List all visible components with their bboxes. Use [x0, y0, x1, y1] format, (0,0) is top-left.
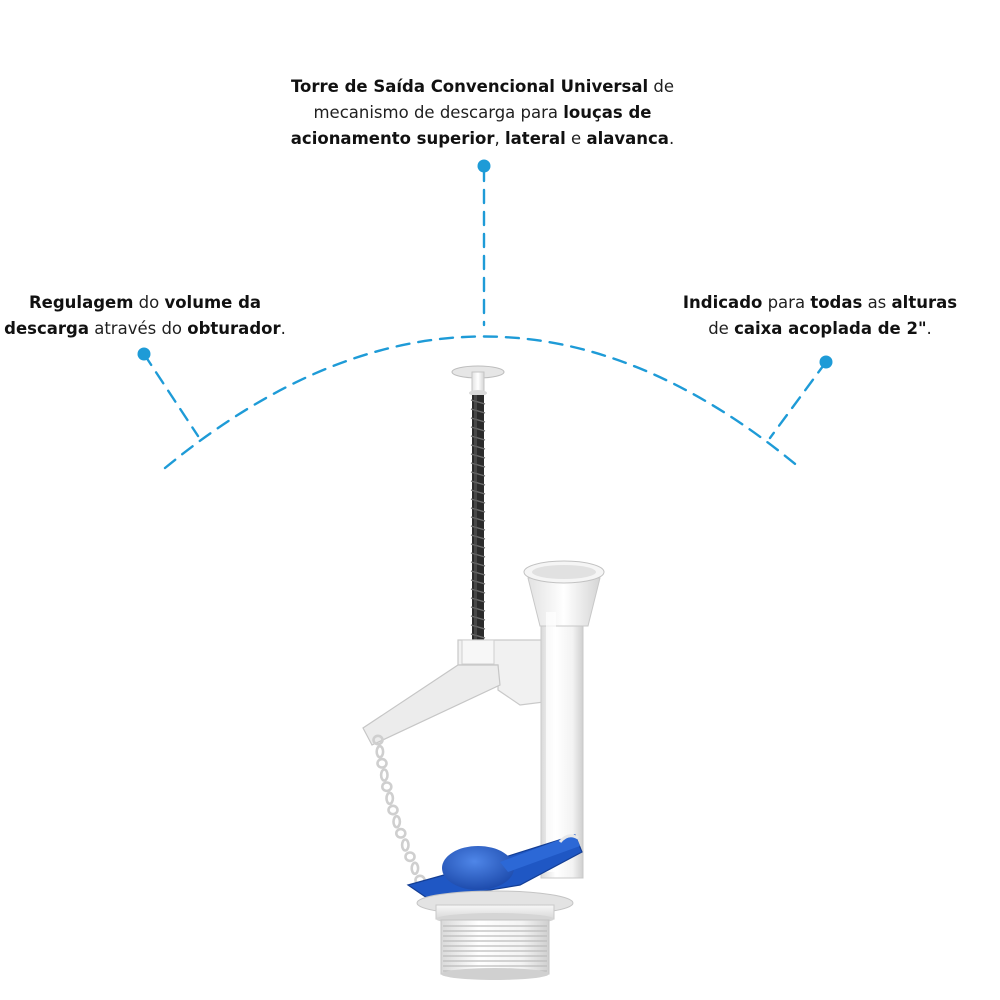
callout-bold-text: acionamento superior — [290, 129, 495, 148]
callout-text: através do — [88, 319, 188, 338]
callout-text: de — [708, 319, 735, 338]
callout-line: Torre de Saída Convencional Universal de — [240, 74, 725, 100]
callout-dot-icon — [819, 355, 833, 369]
callout-bold-text: descarga — [4, 319, 89, 338]
callout-text: e — [565, 129, 587, 148]
callout-text: . — [280, 319, 286, 338]
callout-text: de — [648, 77, 675, 96]
push-button-cap — [451, 365, 505, 396]
callout-text: as — [862, 293, 892, 312]
callout-dot-icon — [477, 159, 491, 173]
callout-text: para — [762, 293, 811, 312]
callout-bold-text: louças de — [563, 103, 652, 122]
connector-right — [768, 360, 828, 440]
callout-text: , — [494, 129, 506, 148]
pull-chain — [372, 734, 426, 886]
dashed-arc — [163, 335, 802, 470]
callout-lines — [142, 166, 828, 470]
lever-arm — [362, 639, 561, 746]
callout-bold-text: obturador — [187, 319, 281, 338]
callout-bold-text: Torre de Saída Convencional Universal — [290, 77, 649, 96]
connector-left — [142, 352, 200, 438]
callout-line: mecanismo de descarga para louças de — [240, 100, 725, 126]
callout-line: Regulagem do volume da — [0, 290, 290, 316]
callout-bold-text: Regulagem — [28, 293, 134, 312]
callout-text: do — [133, 293, 165, 312]
callout-dot-icon — [137, 347, 151, 361]
callout-bold-text: caixa acoplada de 2" — [734, 319, 927, 338]
callout-text-top: Torre de Saída Convencional Universal de… — [240, 74, 725, 152]
callout-bold-text: lateral — [505, 129, 566, 148]
valve-base — [416, 890, 574, 980]
callout-bold-text: Indicado — [682, 293, 763, 312]
callout-line: acionamento superior, lateral e alavanca… — [240, 126, 725, 152]
callout-line: de caixa acoplada de 2". — [660, 316, 980, 342]
flush-valve-tower-image — [362, 365, 605, 980]
callout-bold-text: todas — [810, 293, 863, 312]
callout-line: Indicado para todas as alturas — [660, 290, 980, 316]
threaded-rod — [470, 395, 486, 640]
callout-bold-text: alavanca — [586, 129, 669, 148]
callout-line: descarga através do obturador. — [0, 316, 290, 342]
overflow-tube — [523, 560, 605, 879]
callout-text: mecanismo de descarga para — [313, 103, 564, 122]
callout-bold-text: alturas — [891, 293, 958, 312]
callout-markers — [137, 159, 833, 369]
callout-text: . — [668, 129, 675, 148]
callout-bold-text: volume da — [164, 293, 262, 312]
callout-text: . — [926, 319, 932, 338]
